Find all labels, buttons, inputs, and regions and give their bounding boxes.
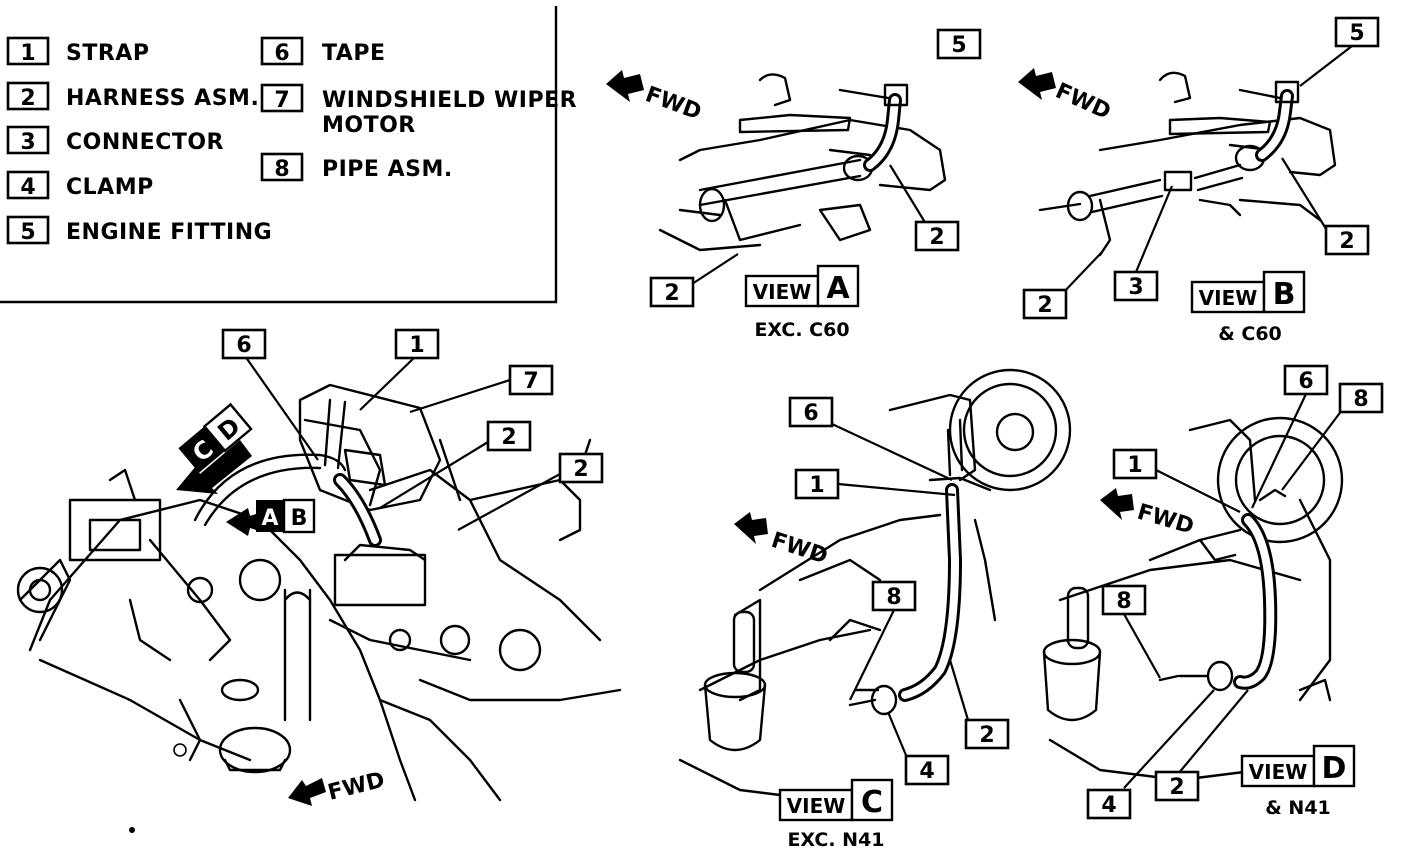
view-a-caption: EXC. C60 [754,319,849,341]
callout-pipe: 8 [886,585,901,610]
callout-engine-fitting: 5 [951,33,966,58]
view-a-callouts: 5 2 2 [649,28,982,308]
view-d-callouts: 6 8 1 8 4 2 [1086,364,1384,820]
callout-wiper-motor: 7 [523,369,538,394]
legend-item-2: 2 HARNESS ASM. [6,81,259,111]
legend-num: 7 [274,88,289,113]
callout-harness: 2 [979,723,994,748]
view-c-letter: C [861,785,883,820]
legend-num: 6 [274,41,289,66]
callout-pipe: 8 [1116,589,1131,614]
view-b-letter: B [1273,277,1296,312]
legend-num: 1 [20,41,35,66]
callout-tape: 6 [803,401,818,426]
callout-strap: 1 [409,333,424,358]
callout-clamp: 4 [1101,793,1116,818]
fwd-arrow-d: FWD [1100,488,1197,540]
fwd-arrow-c: FWD [734,512,831,569]
callout-pipe: 8 [1353,387,1368,412]
legend-num: 5 [20,220,35,245]
callout-harness: 2 [573,457,588,482]
svg-text:FWD: FWD [1052,79,1115,125]
view-d-drawing [1042,416,1344,782]
svg-text:VIEW: VIEW [753,280,812,304]
legend-num: 3 [20,130,35,155]
view-c-caption: EXC. N41 [787,829,884,851]
view-b-caption: & C60 [1218,323,1282,345]
legend-text: CLAMP [66,175,154,200]
svg-text:FWD: FWD [325,768,387,806]
callout-harness: 2 [501,425,516,450]
legend-num: 4 [20,175,35,200]
view-c-callouts: 6 1 8 2 4 [788,396,1010,786]
legend-num: 8 [274,157,289,182]
view-b-callouts: 5 2 3 2 [1022,16,1380,320]
view-b-marker: B [291,506,308,531]
svg-text:FWD: FWD [768,528,830,570]
legend-item-1: 1 STRAP [6,36,149,66]
legend-item-5: 5 ENGINE FITTING [6,215,272,245]
view-d-letter: D [1322,751,1347,786]
view-ab-arrow: A B [226,498,316,536]
callout-tape: 6 [236,333,251,358]
view-a-letter: A [826,271,850,306]
view-b-drawing [1038,71,1337,257]
view-cd-arrow: C D [176,402,253,494]
legend-item-6: 6 TAPE [260,36,385,66]
legend-text: WINDSHIELD WIPER [322,88,577,113]
legend-item-7: 7 WINDSHIELD WIPER MOTOR [260,83,577,138]
legend: 1 STRAP 2 HARNESS ASM. 3 CONNECTOR 4 CLA… [0,6,577,304]
view-c-label: VIEW C EXC. N41 [778,778,894,851]
legend-item-4: 4 CLAMP [6,170,154,200]
svg-text:VIEW: VIEW [787,794,846,818]
legend-text: PIPE ASM. [322,157,453,182]
svg-text:FWD: FWD [642,82,705,125]
callout-harness: 2 [1339,229,1354,254]
main-engine-drawing [16,383,622,833]
fwd-arrow-a: FWD [606,70,705,125]
callout-harness: 2 [1037,293,1052,318]
legend-text: ENGINE FITTING [66,220,272,245]
legend-text: STRAP [66,41,149,66]
callout-harness: 2 [1169,775,1184,800]
view-c-drawing [678,368,1072,802]
callout-connector: 3 [1128,275,1143,300]
fwd-arrow-main: FWD [288,768,387,806]
callout-harness: 2 [929,225,944,250]
view-a-label: VIEW A EXC. C60 [744,264,860,341]
legend-text: HARNESS ASM. [66,86,259,111]
callout-strap: 1 [809,473,824,498]
legend-text: TAPE [322,41,385,66]
fwd-arrow-b: FWD [1018,68,1114,125]
view-a-marker: A [261,506,278,531]
legend-item-8: 8 PIPE ASM. [260,152,453,182]
legend-text-line2: MOTOR [322,113,416,138]
callout-clamp: 4 [919,759,934,784]
view-d-label: VIEW D & N41 [1240,744,1356,819]
legend-text: CONNECTOR [66,130,224,155]
callout-harness: 2 [664,281,679,306]
callout-strap: 1 [1127,453,1142,478]
svg-text:FWD: FWD [1134,500,1196,540]
callout-tape: 6 [1298,369,1313,394]
svg-text:VIEW: VIEW [1199,286,1258,310]
legend-item-3: 3 CONNECTOR [6,125,224,155]
view-b-label: VIEW B & C60 [1190,270,1306,345]
svg-text:VIEW: VIEW [1249,760,1308,784]
callout-engine-fitting: 5 [1349,21,1364,46]
legend-num: 2 [20,86,35,111]
view-d-caption: & N41 [1265,797,1331,819]
view-a-drawing [658,73,947,252]
main-callouts: 6 1 7 2 2 [221,328,604,531]
